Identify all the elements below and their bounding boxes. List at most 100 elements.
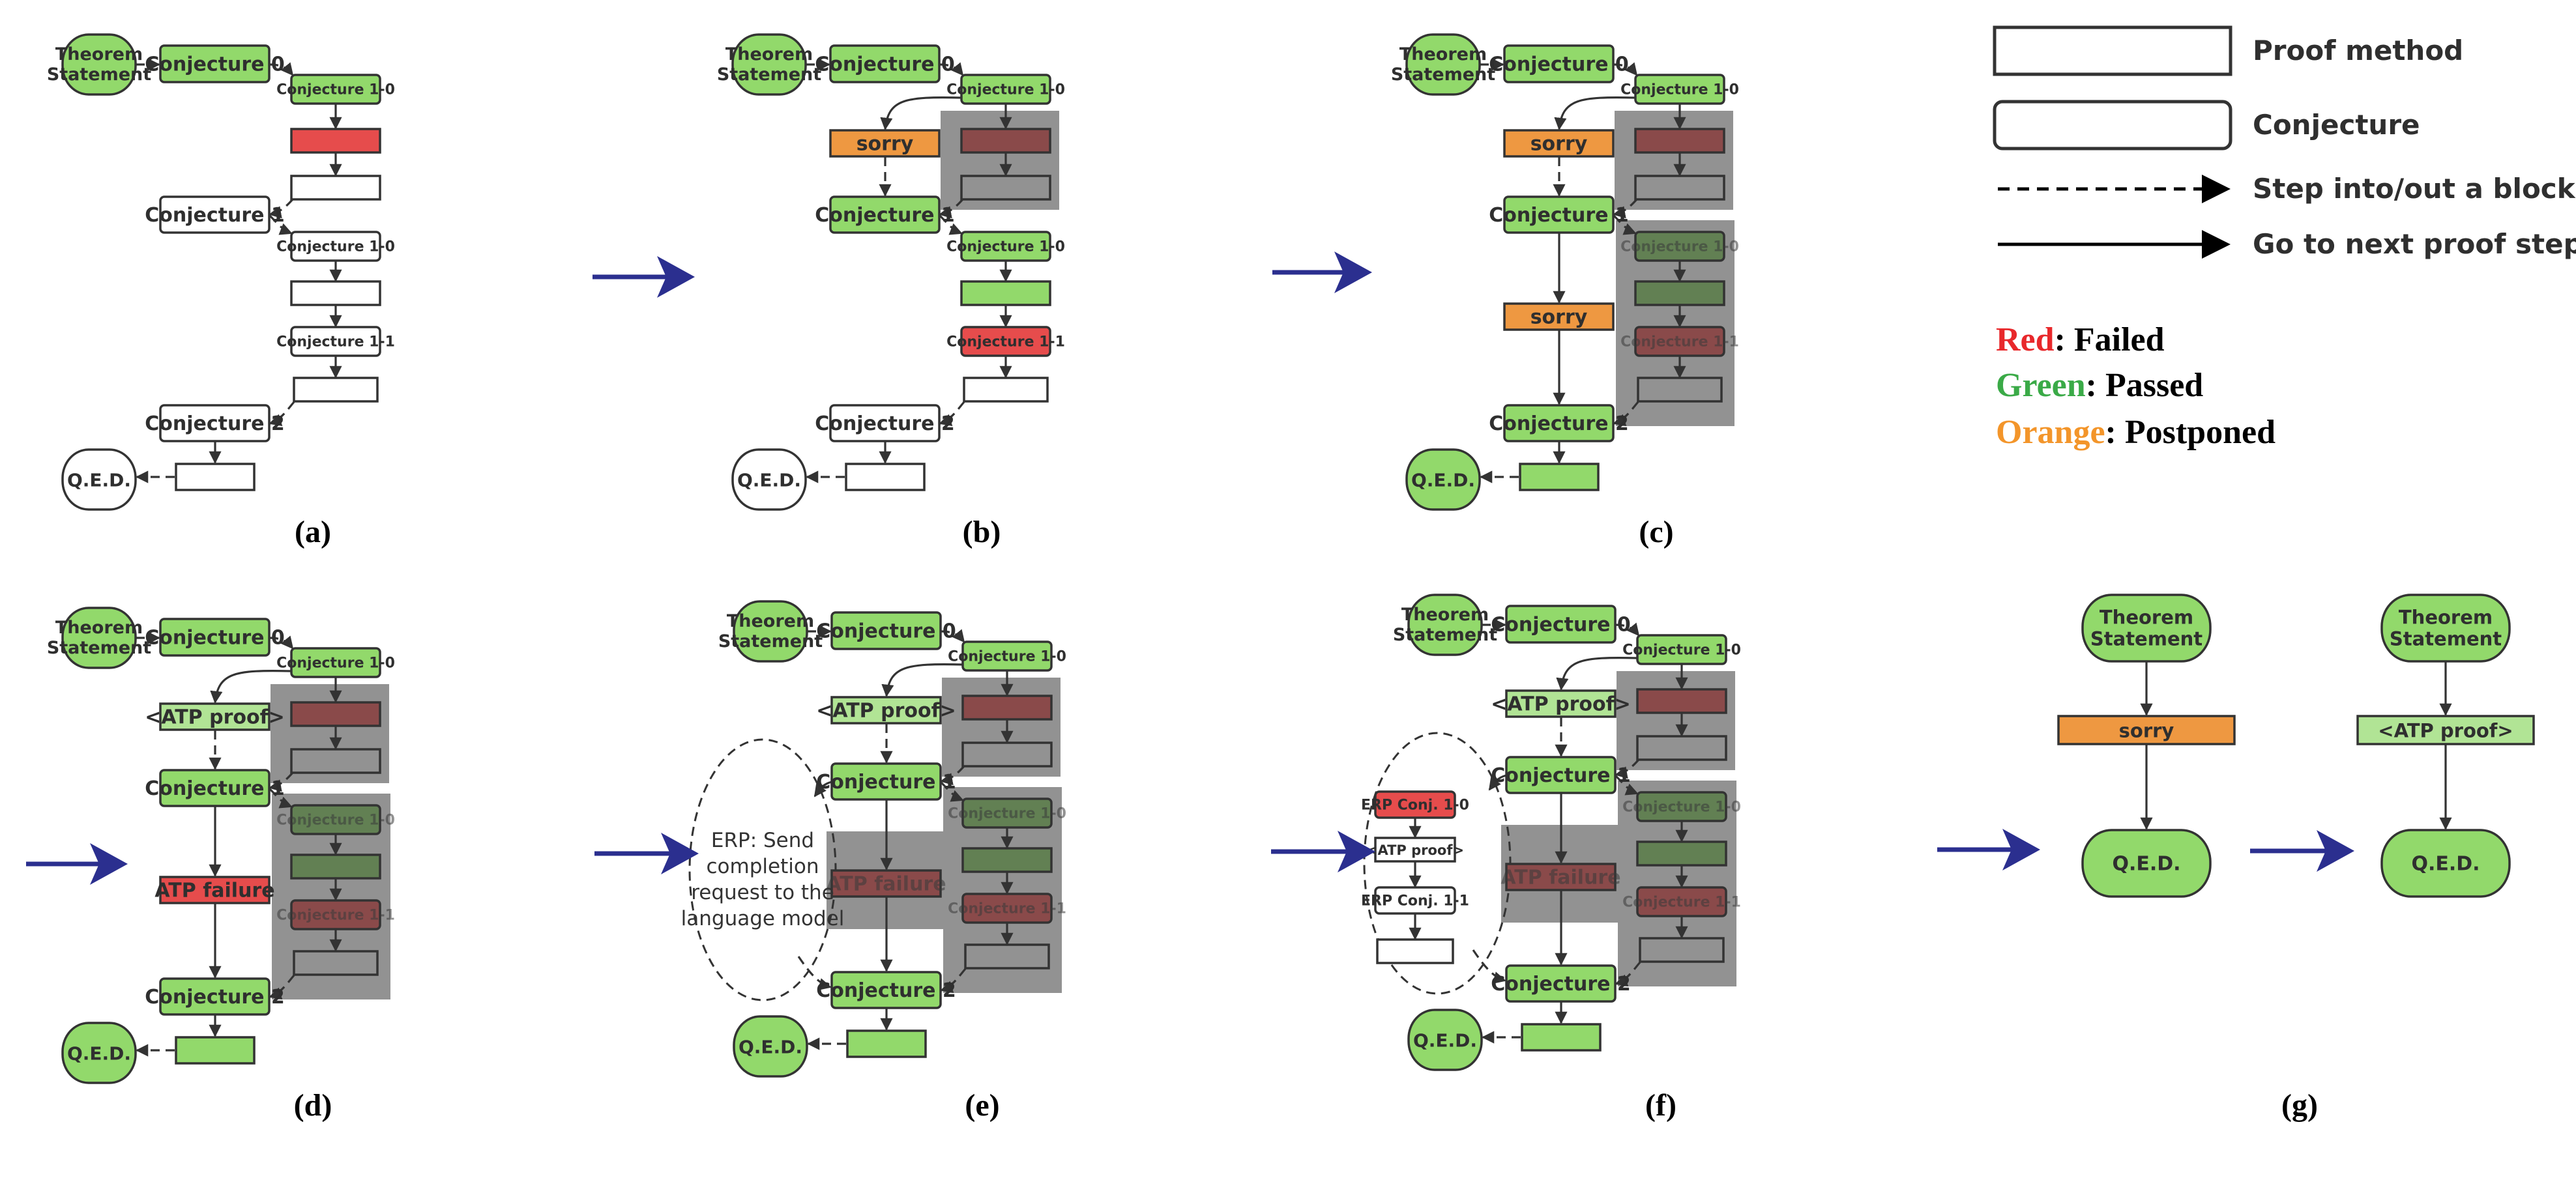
- proof-method-1-0-shape: [290, 854, 381, 880]
- step-out-arrow: [1613, 198, 1638, 219]
- erp-atp-proof-method-label: <ATP proof>: [1366, 842, 1464, 858]
- atp-failure-method-shape: [159, 876, 271, 904]
- conjecture-1-1-node-label: Conjecture 1-1: [276, 334, 395, 351]
- conjecture-1-0-sub-node: Conjecture 1-0: [948, 797, 1066, 829]
- conjecture-1-0-node-shape: [960, 74, 1051, 105]
- conjecture-1-0-sub-node: Conjecture 1-0: [1622, 791, 1741, 822]
- sorry-method-shape: [1503, 129, 1615, 158]
- theorem-statement-node-label: Theorem: [725, 44, 813, 65]
- conjecture-1-node-label: Conjecture 1: [1491, 764, 1631, 787]
- failed-proof-method: [290, 701, 381, 727]
- erp-note-text: completion: [707, 855, 819, 878]
- to-erp-arrow: [813, 781, 832, 797]
- erp-atp-proof-method: <ATP proof>: [1366, 837, 1464, 863]
- status-meaning: : Postponed: [2105, 414, 2276, 451]
- step-into-arrow: [1613, 214, 1637, 235]
- failed-proof-method-shape: [1636, 688, 1727, 714]
- erp-conjecture-1-0-node: ERP Conj. 1-0: [1361, 790, 1469, 819]
- panel-caption-b: (b): [963, 515, 1001, 549]
- failed-proof-method-shape: [960, 128, 1051, 154]
- qed-node-shape: [731, 448, 807, 511]
- from-erp-arrow: [797, 956, 832, 990]
- conjecture-1-0-node-label: Conjecture 1-0: [276, 655, 395, 672]
- conjecture-1-0-node-shape: [290, 647, 381, 678]
- proof-method-1-0: [1636, 840, 1727, 867]
- qed-node-label: Q.E.D.: [2411, 853, 2480, 876]
- atp-failure-method: ATP failure: [1500, 863, 1621, 891]
- erp-note-text: language model: [681, 907, 845, 930]
- conjecture-1-0-node: Conjecture 1-0: [948, 640, 1066, 672]
- conjecture-1-0-node-shape: [1636, 634, 1727, 665]
- conjecture-0-node-label: Conjecture 0: [1491, 614, 1631, 637]
- sorry-method-2-label: sorry: [1530, 306, 1588, 329]
- skip-to-method-arrow: [1556, 657, 1638, 691]
- status-meaning: : Failed: [2055, 321, 2165, 358]
- proof-method-1-1-shape: [293, 950, 379, 976]
- erp-conjecture-1-0-node-shape: [1374, 790, 1456, 819]
- final-proof-method: [175, 463, 256, 491]
- atp-failure-method-shape: [1505, 863, 1617, 891]
- failed-proof-method: [290, 128, 381, 154]
- pending-proof-method-shape: [961, 741, 1053, 768]
- legend-label: Go to next proof step: [2253, 228, 2576, 260]
- qed-node-shape: [61, 448, 137, 511]
- failed-proof-method: [960, 128, 1051, 154]
- conjecture-1-0-node: Conjecture 1-0: [1622, 634, 1741, 665]
- step-out-arrow: [269, 974, 295, 999]
- transition-arrow-c-d-head: [90, 843, 128, 885]
- conjecture-2-node-label: Conjecture 2: [816, 979, 956, 1002]
- failed-proof-method: [1636, 688, 1727, 714]
- legend-arrowhead-icon: [2202, 175, 2231, 203]
- proof-method-1-1: [1639, 937, 1725, 963]
- conjecture-2-node-shape: [829, 404, 941, 442]
- sorry-method: sorry: [2057, 715, 2236, 745]
- failed-proof-method: [961, 695, 1053, 721]
- conjecture-1-node-shape: [829, 195, 941, 234]
- step-out-arrow: [269, 401, 295, 426]
- conjecture-1-0-node: Conjecture 1-0: [1620, 74, 1739, 105]
- qed-node-label: Q.E.D.: [67, 470, 131, 491]
- conjecture-0-node: Conjecture 0: [1489, 44, 1629, 83]
- conjecture-2-node-label: Conjecture 2: [1489, 412, 1629, 435]
- legend-status-red: Red: Failed: [1996, 321, 2165, 358]
- conjecture-1-0-sub-node-shape: [290, 231, 381, 262]
- sorry-method-label: sorry: [2119, 720, 2174, 742]
- theorem-statement-node-shape: [2380, 594, 2511, 663]
- atp-proof-method: <ATP proof>: [145, 702, 285, 731]
- proof-method-1-1-shape: [964, 943, 1050, 970]
- conjecture-1-0-sub-node-shape: [1634, 231, 1725, 262]
- theorem-statement-node-shape: [731, 33, 807, 96]
- panel-caption-e: (e): [965, 1088, 999, 1123]
- conjecture-1-node-label: Conjecture 1: [816, 771, 956, 794]
- qed-node: Q.E.D.: [2380, 829, 2511, 898]
- final-proof-method-shape: [175, 1036, 256, 1065]
- conjecture-0-node-label: Conjecture 0: [145, 53, 285, 76]
- theorem-statement-node-shape: [1407, 594, 1483, 656]
- conjecture-1-0-sub-node: Conjecture 1-0: [276, 804, 395, 835]
- panel-caption-f: (f): [1645, 1088, 1676, 1123]
- erp-pending-method: [1376, 938, 1454, 964]
- atp-failure-method-label: ATP failure: [1500, 867, 1620, 889]
- conjecture-1-0-sub-node-label: Conjecture 1-0: [1622, 799, 1741, 816]
- theorem-statement-node-label: Statement: [1393, 625, 1497, 645]
- theorem-statement-node-label: Theorem: [2399, 606, 2493, 628]
- conjecture-1-0-node-label: Conjecture 1-0: [1620, 82, 1739, 98]
- conjecture-1-0-node-shape: [290, 74, 381, 105]
- legend-item-solid-arrow: Go to next proof step: [1998, 228, 2576, 260]
- proof-method-1-0-shape: [961, 847, 1053, 873]
- qed-node-shape: [1407, 1009, 1483, 1071]
- conjecture-1-0-node: Conjecture 1-0: [946, 74, 1065, 105]
- transition-arrow-b-c: [1272, 251, 1372, 293]
- conjecture-1-node-label: Conjecture 1: [1489, 204, 1629, 227]
- conjecture-1-node-shape: [1505, 756, 1617, 794]
- transition-arrow-a-b: [593, 256, 695, 298]
- proof-method-1-1-shape: [1639, 937, 1725, 963]
- proof-method-1-1: [1637, 377, 1723, 403]
- transition-arrow-g-internal-head: [2317, 830, 2354, 872]
- skip-to-method-arrow: [210, 670, 292, 704]
